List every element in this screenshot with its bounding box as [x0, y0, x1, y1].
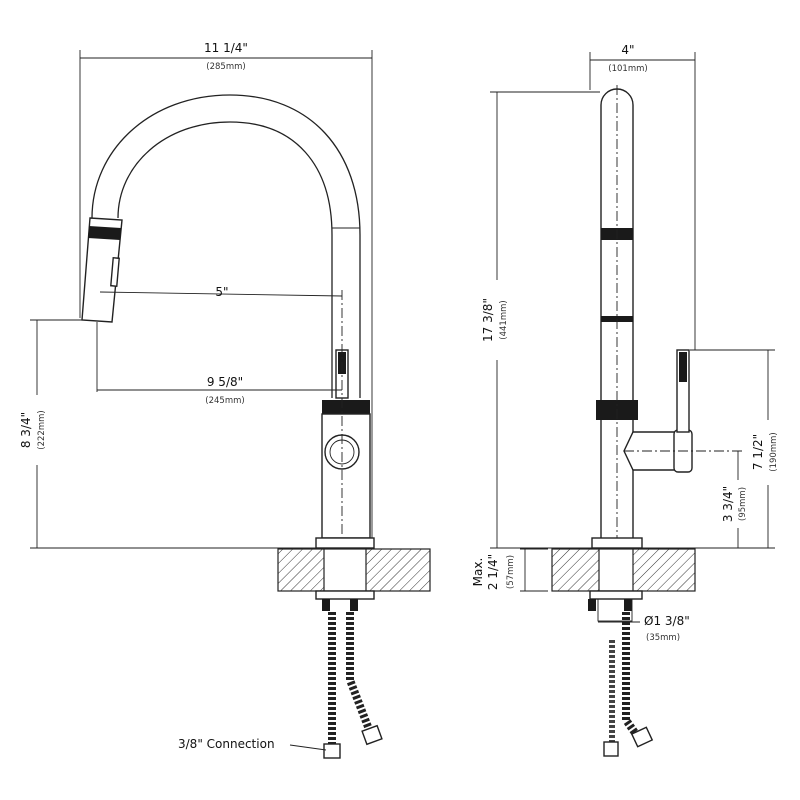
dimension-width: 4" (101mm) [589, 43, 696, 350]
supply-hoses [323, 612, 383, 759]
dimension-spray-reach: 5" [99, 285, 343, 299]
connection-leader-line [289, 744, 327, 751]
faucet-body [321, 413, 371, 539]
hole-diameter-imperial: Ø1 3/8" [644, 614, 690, 628]
spray-head-band [88, 226, 121, 240]
connection-label: 3/8" Connection [178, 737, 275, 751]
overall-width-metric: (285mm) [206, 62, 245, 72]
spout-height-metric: (222mm) [37, 410, 47, 449]
dimension-overall-height: 17 3/8" (441mm) [481, 91, 600, 549]
overall-width-imperial: 11 1/4" [204, 41, 248, 55]
dimension-handle-height: 7 1/2" (190mm) [642, 349, 779, 549]
dimension-spout-height: 8 3/4" (222mm) [19, 319, 320, 549]
dimension-hole-diameter: Ø1 3/8" (35mm) [598, 614, 690, 643]
overall-height-metric: (441mm) [499, 300, 509, 339]
spout-height-imperial: 8 3/4" [19, 412, 33, 448]
max-deck-metric: (57mm) [506, 555, 516, 589]
spout-reach-metric: (245mm) [205, 396, 244, 406]
side-view: 11 1/4" (285mm) 5" 9 5/8" [19, 41, 431, 759]
body-ring [322, 400, 370, 414]
spout-reach-imperial: 9 5/8" [207, 375, 243, 389]
dimension-max-deck: Max. 2 1/4" (57mm) [471, 548, 548, 592]
hole-diameter-metric: (35mm) [646, 633, 680, 643]
supply-hoses-front [603, 612, 654, 757]
dimension-spout-reach: 9 5/8" (245mm) [96, 322, 342, 406]
faucet-front [591, 85, 742, 549]
faucet-spout-side [81, 94, 375, 549]
spray-head [81, 217, 123, 323]
max-deck-prefix: Max. [471, 558, 485, 587]
countertop-side [277, 548, 431, 611]
handle-axis-imperial: 3 3/4" [721, 486, 735, 522]
handle-height-metric: (190mm) [769, 432, 779, 471]
handle-height-imperial: 7 1/2" [751, 434, 765, 470]
spray-reach-imperial: 5" [215, 285, 228, 299]
countertop-front [551, 548, 696, 622]
dimension-overall-width: 11 1/4" (285mm) [79, 41, 373, 545]
width-metric: (101mm) [608, 64, 647, 74]
width-imperial: 4" [621, 43, 634, 57]
max-deck-imperial: 2 1/4" [486, 554, 500, 590]
front-view: 4" (101mm) 17 3/8" (441mm) [471, 43, 779, 757]
overall-height-imperial: 17 3/8" [481, 298, 495, 342]
handle-axis-metric: (95mm) [738, 487, 748, 521]
dimension-handle-axis: 3 3/4" (95mm) [721, 451, 748, 548]
